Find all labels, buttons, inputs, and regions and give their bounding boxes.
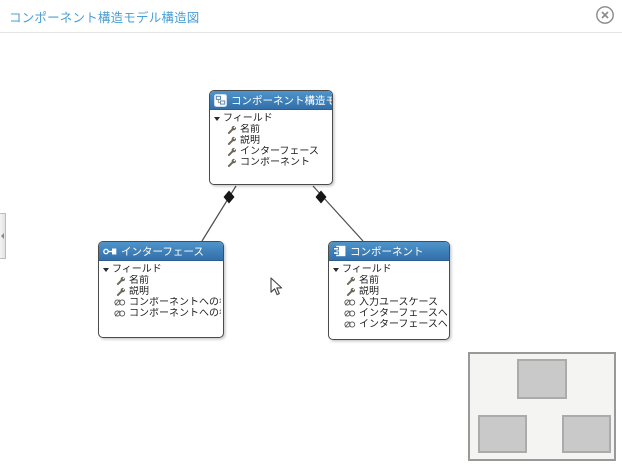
composition-diamond — [223, 190, 235, 204]
interface-icon — [103, 246, 117, 257]
reference-icon — [114, 298, 126, 307]
entity-header[interactable]: コンポーネント構造モデル — [210, 91, 332, 110]
field-row[interactable]: インターフェース — [214, 146, 330, 157]
field-list: 名前説明入力ユースケースインターフェースへの参照インターフェースへの参照 — [333, 275, 447, 330]
entity-interface[interactable]: インターフェース フィールド 名前説明コンポーネントへの参照コンポーネントへの参… — [98, 241, 224, 338]
field-row[interactable]: 説明 — [333, 286, 447, 297]
entity-title: インターフェース — [121, 245, 204, 258]
field-row[interactable]: 名前 — [214, 124, 330, 135]
field-label: インターフェース — [240, 146, 319, 157]
field-label: 名前 — [359, 275, 379, 286]
collapse-arrow-icon — [1, 233, 4, 239]
entity-body: フィールド 名前説明入力ユースケースインターフェースへの参照インターフェースへの… — [329, 261, 449, 330]
field-label: インターフェースへの参照 — [359, 308, 447, 319]
field-row[interactable]: インターフェースへの参照 — [333, 308, 447, 319]
mouse-cursor — [270, 277, 284, 302]
field-row[interactable]: 名前 — [103, 275, 221, 286]
entity-body: フィールド 名前説明インターフェースコンポーネント — [210, 110, 332, 168]
wrench-icon — [225, 136, 237, 145]
wrench-icon — [114, 287, 126, 296]
field-group-label: フィールド — [112, 264, 162, 275]
entity-title: コンポーネント構造モデル — [231, 94, 332, 107]
field-row[interactable]: 入力ユースケース — [333, 297, 447, 308]
field-row[interactable]: コンポーネントへの参照 — [103, 308, 221, 319]
field-label: コンポーネントへの参照 — [129, 308, 221, 319]
field-label: 名前 — [129, 275, 149, 286]
entity-body: フィールド 名前説明コンポーネントへの参照コンポーネントへの参照 — [99, 261, 223, 319]
wrench-icon — [344, 276, 356, 285]
page-title: コンポーネント構造モデル構造図 — [9, 11, 200, 25]
field-list: 名前説明インターフェースコンポーネント — [214, 124, 330, 168]
field-row[interactable]: 説明 — [214, 135, 330, 146]
field-label: 名前 — [240, 124, 260, 135]
entity-header[interactable]: インターフェース — [99, 242, 223, 261]
wrench-icon — [225, 158, 237, 167]
close-icon — [596, 6, 614, 24]
wrench-icon — [114, 276, 126, 285]
minimap-node-model — [517, 359, 567, 399]
composition-diamond — [315, 190, 327, 204]
field-group-row[interactable]: フィールド — [214, 113, 330, 124]
entity-header[interactable]: コンポーネント — [329, 242, 449, 261]
minimap-node-interface — [478, 415, 527, 453]
minimap-node-component — [562, 415, 611, 453]
connection-model-component[interactable] — [312, 185, 364, 242]
close-button[interactable] — [595, 5, 615, 25]
header-separator — [0, 32, 622, 33]
collapse-triangle-icon[interactable] — [214, 117, 220, 121]
field-row[interactable]: コンポーネントへの参照 — [103, 297, 221, 308]
field-row[interactable]: コンポーネント — [214, 157, 330, 168]
model-icon — [214, 93, 227, 107]
component-icon — [333, 245, 346, 257]
field-group-label: フィールド — [223, 113, 273, 124]
field-row[interactable]: インターフェースへの参照 — [333, 319, 447, 330]
entity-component[interactable]: コンポーネント フィールド 名前説明入力ユースケースインターフェースへの参照イン… — [328, 241, 450, 340]
field-row[interactable]: 名前 — [333, 275, 447, 286]
connection-model-interface[interactable] — [201, 185, 237, 242]
field-label: コンポーネント — [240, 157, 310, 168]
wrench-icon — [225, 125, 237, 134]
panel-collapse-handle[interactable] — [0, 213, 6, 259]
reference-icon — [114, 309, 126, 318]
field-group-label: フィールド — [342, 264, 392, 275]
wrench-icon — [225, 147, 237, 156]
reference-icon — [344, 298, 356, 307]
field-label: 説明 — [359, 286, 379, 297]
field-label: 説明 — [240, 135, 260, 146]
field-list: 名前説明コンポーネントへの参照コンポーネントへの参照 — [103, 275, 221, 319]
reference-icon — [344, 320, 356, 329]
wrench-icon — [344, 287, 356, 296]
field-label: 入力ユースケース — [359, 297, 438, 308]
field-label: インターフェースへの参照 — [359, 319, 447, 330]
reference-icon — [344, 309, 356, 318]
entity-title: コンポーネント — [350, 245, 424, 258]
field-label: 説明 — [129, 286, 149, 297]
collapse-triangle-icon[interactable] — [103, 268, 109, 272]
field-group-row[interactable]: フィールド — [103, 264, 221, 275]
field-row[interactable]: 説明 — [103, 286, 221, 297]
field-label: コンポーネントへの参照 — [129, 297, 221, 308]
minimap-panel[interactable] — [468, 352, 616, 461]
field-group-row[interactable]: フィールド — [333, 264, 447, 275]
collapse-triangle-icon[interactable] — [333, 268, 339, 272]
